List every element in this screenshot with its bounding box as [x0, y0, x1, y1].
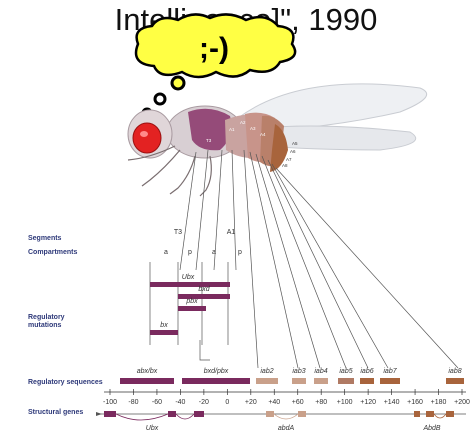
- ubx-exon-2: [168, 411, 176, 417]
- axis-tick-label: +120: [360, 399, 376, 406]
- axis-tick-label: +100: [337, 399, 353, 406]
- seq-label-iab2: iab2: [260, 368, 273, 375]
- compartment-p-2: p: [238, 249, 242, 256]
- fly-label-a8: A8: [282, 163, 288, 168]
- fly-connector-lines: [180, 150, 458, 368]
- seq-label-iab4: iab4: [314, 368, 327, 375]
- label-regulatory-mutations-1: Regulatory: [28, 314, 65, 321]
- mutation-bar-bx: [150, 330, 178, 335]
- abdb-exon-3: [446, 411, 454, 417]
- seq-block-iab4: [314, 378, 328, 384]
- seq-label-iab8: iab8: [448, 368, 461, 375]
- seq-label-bxd-pbx: bxd/pbx: [204, 368, 229, 375]
- fly-label-a6: A6: [290, 149, 296, 154]
- mutation-bar-ubx: [150, 282, 230, 287]
- structural-genes-track: Ubx abdA AbdB: [96, 411, 466, 432]
- fly-label-a7: A7: [286, 157, 292, 162]
- compartment-a-2: a: [212, 249, 216, 256]
- seq-block-iab3: [292, 378, 306, 384]
- mutation-bars: Ubx bxd pbx bx: [150, 274, 230, 335]
- fly-label-a5: A5: [292, 141, 298, 146]
- fly-label-a1: A1: [229, 127, 235, 132]
- mutation-label-ubx: Ubx: [182, 274, 195, 281]
- label-compartments: Compartments: [28, 249, 78, 256]
- axis-ticks: -100 -80 -60 -40 -20 0 +20 +40 +60 +80 +100 +120 +14…: [103, 389, 470, 406]
- abda-intron: [274, 414, 298, 419]
- fly-label-a2: A2: [240, 120, 246, 125]
- ubx-exon-1: [104, 411, 116, 417]
- abda-exon-1: [266, 411, 274, 417]
- ubx-intron: [116, 414, 168, 420]
- seq-label-iab5: iab5: [339, 368, 352, 375]
- seq-label-iab6: iab6: [360, 368, 373, 375]
- label-regulatory-sequences: Regulatory sequences: [28, 379, 103, 386]
- fly-eye-icon: [133, 123, 161, 153]
- seq-block-iab8: [446, 378, 464, 384]
- mutation-label-pbx: pbx: [185, 298, 198, 305]
- compartment-p-1: p: [188, 249, 192, 256]
- abdb-exon-1: [414, 411, 420, 417]
- seq-label-iab7: iab7: [383, 368, 397, 375]
- mutation-bar-pbx: [178, 306, 206, 311]
- seq-block-iab5: [338, 378, 354, 384]
- genes-arrow-left: [96, 412, 102, 416]
- axis-tick-label: +40: [268, 399, 280, 406]
- label-segments: Segments: [28, 235, 62, 242]
- coordinate-axis: -100 -80 -60 -40 -20 0 +20 +40 +60 +80 +100 +120 +14…: [103, 389, 470, 406]
- axis-tick-label: +140: [384, 399, 400, 406]
- abdb-exon-2: [426, 411, 434, 417]
- seq-block-bxd-pbx: [182, 378, 250, 384]
- gene-label-abdb: AbdB: [422, 425, 440, 432]
- ubx-intron-2: [176, 414, 194, 419]
- bubble-dot-large: [172, 77, 184, 89]
- axis-tick-label: -100: [103, 399, 117, 406]
- regulatory-sequence-blocks: abx/bx bxd/pbx iab2 iab3 iab4 iab5 iab6 …: [120, 368, 464, 384]
- seq-block-iab2: [256, 378, 278, 384]
- bubble-dot-medium: [155, 94, 165, 104]
- bubble-emoticon: ;-): [199, 32, 229, 65]
- abdb-intron: [434, 414, 446, 418]
- axis-tick-label: +60: [292, 399, 304, 406]
- compartment-a-1: a: [164, 249, 168, 256]
- seq-label-abx-bx: abx/bx: [137, 368, 158, 375]
- axis-tick-label: +20: [245, 399, 257, 406]
- seq-block-iab7: [380, 378, 400, 384]
- segment-t3: T3: [174, 229, 182, 236]
- mutation-label-bxd: bxd: [198, 286, 210, 293]
- fly-label-t3: T3: [206, 138, 212, 143]
- axis-tick-label: -80: [128, 399, 138, 406]
- ubx-exon-3: [194, 411, 204, 417]
- axis-tick-label: -40: [175, 399, 185, 406]
- gene-label-ubx: Ubx: [146, 425, 159, 432]
- axis-tick-label: +180: [431, 399, 447, 406]
- gene-label-abda: abdA: [278, 425, 295, 432]
- label-structural-genes: Structural genes: [28, 409, 83, 416]
- fly-label-a4: A4: [260, 132, 266, 137]
- axis-tick-label: -20: [199, 399, 209, 406]
- axis-tick-label: -60: [152, 399, 162, 406]
- axis-tick-label: +160: [407, 399, 423, 406]
- seq-label-iab3: iab3: [292, 368, 305, 375]
- fly-label-a3: A3: [250, 126, 256, 131]
- seq-block-iab6: [360, 378, 374, 384]
- label-regulatory-mutations-2: mutations: [28, 322, 62, 329]
- axis-tick-label: +200: [454, 399, 470, 406]
- segment-a1: A1: [227, 229, 236, 236]
- axis-tick-label: +80: [315, 399, 327, 406]
- fly-eye-highlight: [140, 131, 148, 137]
- mutation-label-bx: bx: [160, 322, 168, 329]
- abda-exon-2: [298, 411, 306, 417]
- axis-tick-label: 0: [225, 399, 229, 406]
- seq-block-abx-bx: [120, 378, 174, 384]
